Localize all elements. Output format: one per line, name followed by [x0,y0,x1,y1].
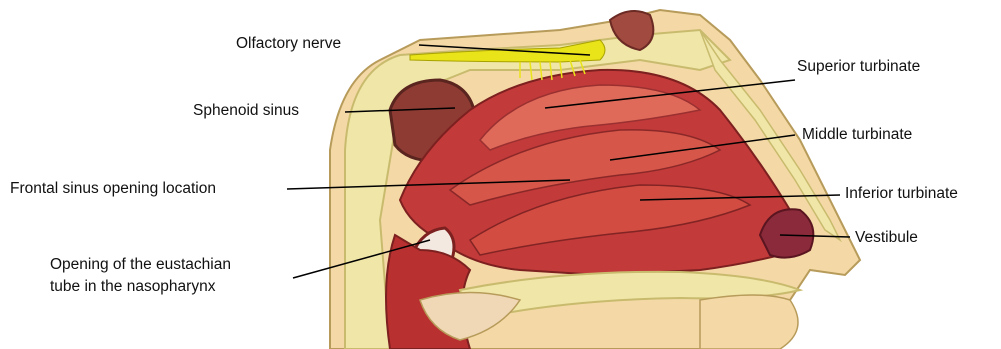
label-inferior-turbinate: Inferior turbinate [845,184,958,203]
label-olfactory-nerve: Olfactory nerve [236,34,341,53]
label-eustachian-line1: Opening of the eustachian [50,255,231,274]
label-frontal-sinus-opening: Frontal sinus opening location [10,179,216,198]
label-eustachian-line2: tube in the nasopharynx [50,277,215,296]
upper-lip [700,295,798,349]
label-vestibule: Vestibule [855,228,918,247]
label-superior-turbinate: Superior turbinate [797,57,920,76]
label-sphenoid-sinus: Sphenoid sinus [193,101,299,120]
label-middle-turbinate: Middle turbinate [802,125,912,144]
